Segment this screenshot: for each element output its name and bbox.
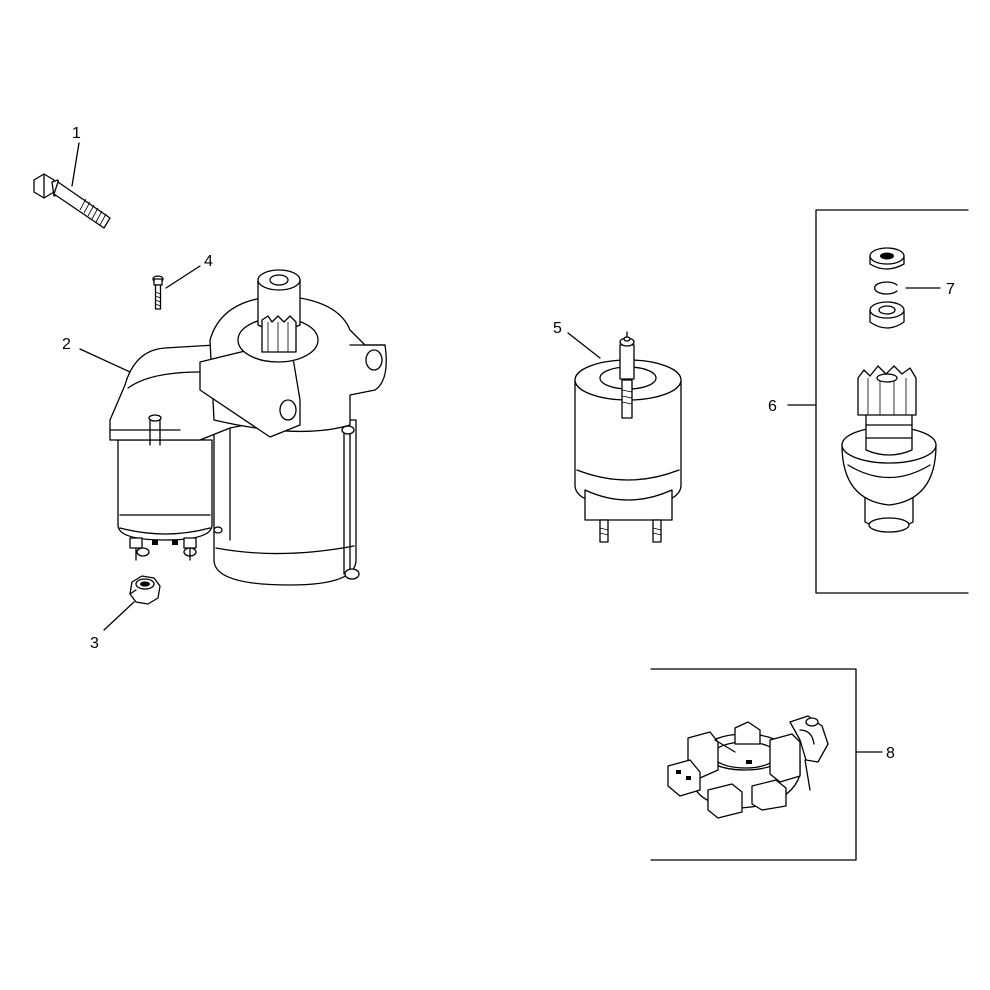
nut-icon <box>129 575 161 605</box>
drive-assembly-icon <box>841 365 937 533</box>
leader-line-4 <box>165 265 201 289</box>
screw-icon <box>152 275 164 310</box>
group-bracket-6 <box>815 209 969 594</box>
solenoid-icon <box>574 331 682 543</box>
callout-2: 2 <box>62 336 71 353</box>
leader-line-2 <box>79 348 131 373</box>
callout-7: 7 <box>946 281 955 298</box>
brush-holder-icon <box>667 715 829 819</box>
washer-icon <box>869 247 905 270</box>
callout-1: 1 <box>72 125 81 142</box>
group-bracket-8 <box>650 668 857 861</box>
callout-8: 8 <box>886 745 895 762</box>
leader-line-3 <box>103 601 135 631</box>
leader-line-1 <box>71 142 80 187</box>
callout-5: 5 <box>553 320 562 337</box>
callout-6: 6 <box>768 398 777 415</box>
callout-3: 3 <box>90 635 99 652</box>
callout-4: 4 <box>204 253 213 270</box>
starter-motor-icon <box>109 269 387 586</box>
retainer-ring-icon <box>873 281 898 295</box>
collar-icon <box>869 301 905 329</box>
leader-line-5 <box>567 332 601 359</box>
bolt-icon <box>33 173 111 229</box>
